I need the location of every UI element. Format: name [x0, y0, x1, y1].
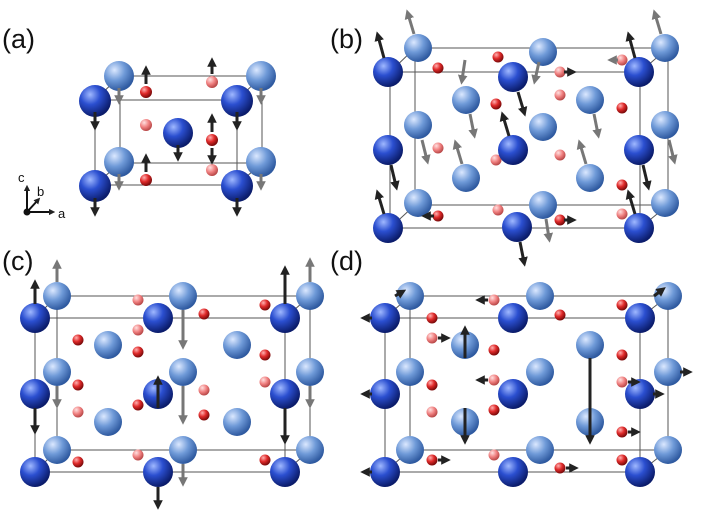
panel-a: (a): [2, 24, 276, 221]
atom-small-light: [206, 164, 218, 176]
axis-label-c: c: [18, 170, 25, 185]
spin-arrows-a: [90, 57, 266, 217]
spin-arrows-c: [30, 257, 315, 510]
atom-large-light: [104, 147, 134, 177]
axis-triad: c b a: [18, 170, 66, 221]
atom-large-light: [246, 147, 276, 177]
panel-b: (b): [330, 9, 679, 267]
panel-d-label: (d): [330, 246, 363, 276]
atom-large-dark: [221, 85, 253, 117]
panel-c-label: (c): [2, 246, 33, 276]
atom-small: [140, 86, 152, 98]
atom-small: [206, 134, 218, 146]
axis-label-b: b: [37, 184, 44, 199]
panel-d: (d): [330, 246, 693, 487]
axis-label-a: a: [58, 206, 66, 221]
atom-large-dark: [221, 170, 253, 202]
spin-arrows-d: [360, 287, 693, 477]
atom-small-light: [206, 76, 218, 88]
atoms-c: [20, 282, 324, 487]
atoms-b: [373, 34, 679, 243]
panel-b-label: (b): [330, 24, 363, 54]
atom-large-light: [104, 61, 134, 91]
atom-large-dark: [79, 85, 111, 117]
atom-small-light: [140, 119, 152, 131]
atom-large-dark: [163, 118, 193, 148]
atom-small: [140, 174, 152, 186]
panel-c: (c): [2, 246, 324, 510]
atom-large-dark: [79, 170, 111, 202]
spin-arrows-b: [374, 9, 678, 267]
atom-large-light: [246, 61, 276, 91]
panel-a-label: (a): [2, 24, 35, 54]
atoms-d: [370, 282, 682, 487]
